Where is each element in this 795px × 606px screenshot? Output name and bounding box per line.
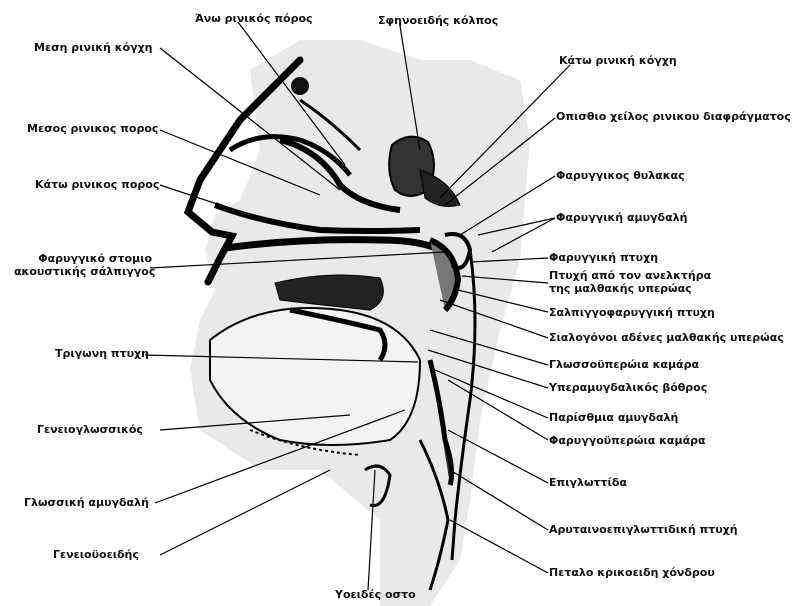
label-salpigofarygiki: Σαλπιγγοφαρυγγική πτυχη: [549, 306, 715, 319]
label-farygoyperoa: Φαρυγγοϋπερώια καμάρα: [549, 434, 706, 447]
label-geneioglossikos: Γενειογλωσσικός: [37, 423, 143, 436]
label-farygiko-stomio: Φαρυγγικό στομιο ακουστικής σάλπιγγος: [14, 252, 152, 278]
label-glossiki-amygdali: Γλωσσική αμυγδαλή: [24, 496, 149, 509]
label-arytainoepiglottidiki: Αρυταινοεπιγλωττιδική πτυχή: [549, 523, 738, 536]
label-farygiko-stomio-line2: ακουστικής σάλπιγγος: [14, 265, 152, 278]
label-paristhmia: Παρίσθμια αμυγδαλή: [549, 411, 678, 424]
label-petalo-krikoeidi: Πεταλο κρικοειδη χόνδρου: [549, 566, 715, 579]
label-trigoni-ptyxi: Τριγωνη πτυχη: [55, 347, 149, 360]
label-farygiki-ptyxi: Φαρυγγική πτυχη: [549, 251, 658, 264]
label-mesi-riniki-kogxi: Μεση ρινική κόγχη: [34, 41, 153, 54]
label-ano-rinikos-poros: Άνω ρινικός πόρος: [195, 12, 313, 25]
label-sialogonoi: Σιαλογόνοι αδένες μαλθακής υπερώας: [549, 331, 784, 344]
label-ygoides-osto: Υοειδές οστο: [335, 588, 416, 601]
label-sfinoeidis-kolpos: Σφηνοειδής κόλπος: [378, 14, 498, 27]
label-ptyxi-anelktira: Πτυχή από τον ανελκτήρα της μαλθακής υπε…: [549, 269, 711, 295]
label-farygiko-stomio-line1: Φαρυγγικό στομιο: [14, 252, 152, 265]
label-opisthio-xeilos: Οπισθιο χείλος ρινικου διαφράγματος: [556, 110, 791, 123]
label-kato-riniki-kogxi: Κάτω ρινική κόγχη: [559, 54, 677, 67]
label-glossoyperoa: Γλωσσοϋπερώια καμάρα: [549, 358, 699, 371]
label-farygiki-amygdali: Φαρυγγική αμυγδαλή: [556, 211, 687, 224]
head-outline: [188, 40, 530, 606]
label-kato-rinikos-poros: Κάτω ρινικος πορος: [35, 178, 159, 191]
line-geneioyoeidis: [160, 470, 330, 555]
label-yperamygdalikos: Υπεραμυγδαλικός βόθρος: [549, 381, 707, 394]
line-petalo: [450, 520, 548, 573]
frontal-dot: [291, 77, 309, 95]
label-geneioyoeidis: Γενειοϋοειδής: [53, 548, 139, 561]
label-mesos-rinikos-poros: Μεσος ρινικος πορος: [27, 122, 158, 135]
label-ptyxi-anelktira-line2: της μαλθακής υπερώας: [549, 282, 711, 295]
label-epiglottida: Επιγλωττίδα: [549, 476, 627, 489]
label-farygikos-thylakas: Φαρυγγικος θυλακας: [556, 169, 685, 182]
label-ptyxi-anelktira-line1: Πτυχή από τον ανελκτήρα: [549, 269, 711, 282]
